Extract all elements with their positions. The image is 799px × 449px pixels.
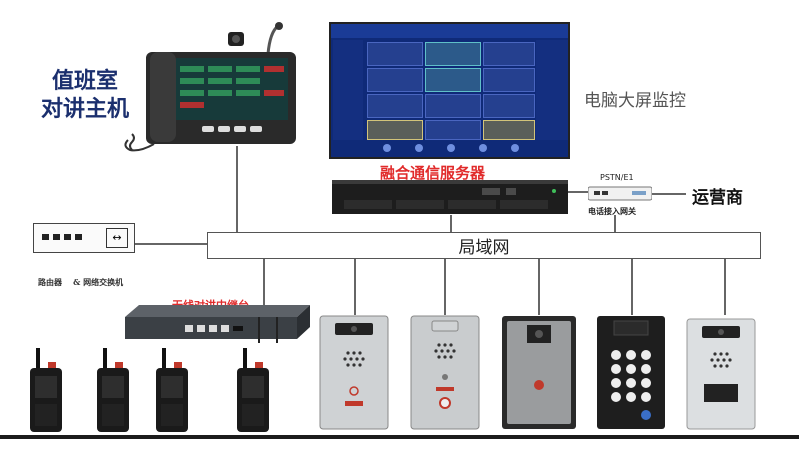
lan-to-panel1-line (354, 257, 356, 315)
gateway-to-lan-line (614, 215, 616, 233)
server-label: 融合通信服务器 (380, 164, 486, 182)
router-switch-icon: ↔ (33, 223, 135, 253)
walkie-talkie-icon (93, 348, 133, 434)
big-screen-label: 电脑大屏监控 (584, 91, 686, 111)
monitor-screen-icon (329, 22, 570, 159)
gateway-to-carrier-line (652, 193, 686, 195)
lan-bar: 局域网 (207, 232, 761, 259)
gateway-label: 电话接入网关 (588, 207, 636, 216)
server-to-gateway-line (568, 191, 588, 193)
router-switch-label: 路由器 & 网络交换机 (38, 277, 124, 287)
carrier-label: 运营商 (692, 188, 743, 208)
desk-phone-icon (120, 22, 298, 162)
intercom-panel-icon (501, 315, 577, 430)
lan-to-panel4-line (631, 257, 633, 315)
pstn-label: PSTN/E1 (600, 173, 634, 182)
duty-room-title: 值班室 对讲主机 (30, 68, 140, 124)
duty-room-line2: 对讲主机 (40, 97, 129, 122)
ground-line (0, 435, 799, 439)
intercom-panel-icon (319, 315, 389, 430)
walkie-talkie-icon (26, 348, 66, 434)
repeater-icon (125, 305, 310, 343)
phone-to-lan-line (236, 146, 238, 233)
intercom-panel-icon (410, 315, 480, 430)
intercom-panel-icon (686, 318, 756, 430)
gateway-icon (587, 185, 653, 202)
lan-to-panel2-line (444, 257, 446, 315)
walkie-talkie-icon (233, 348, 273, 434)
lan-to-panel3-line (538, 257, 540, 315)
lan-label: 局域网 (458, 238, 510, 258)
lan-to-repeater-line (263, 257, 265, 305)
walkie-talkie-icon (152, 348, 192, 434)
router-to-lan-line (133, 243, 208, 245)
duty-room-line1: 值班室 (51, 69, 118, 94)
rack-server-icon (332, 180, 568, 214)
keypad-intercom-icon (596, 315, 666, 430)
lan-to-panel5-line (724, 257, 726, 315)
server-to-lan-line (450, 215, 452, 233)
